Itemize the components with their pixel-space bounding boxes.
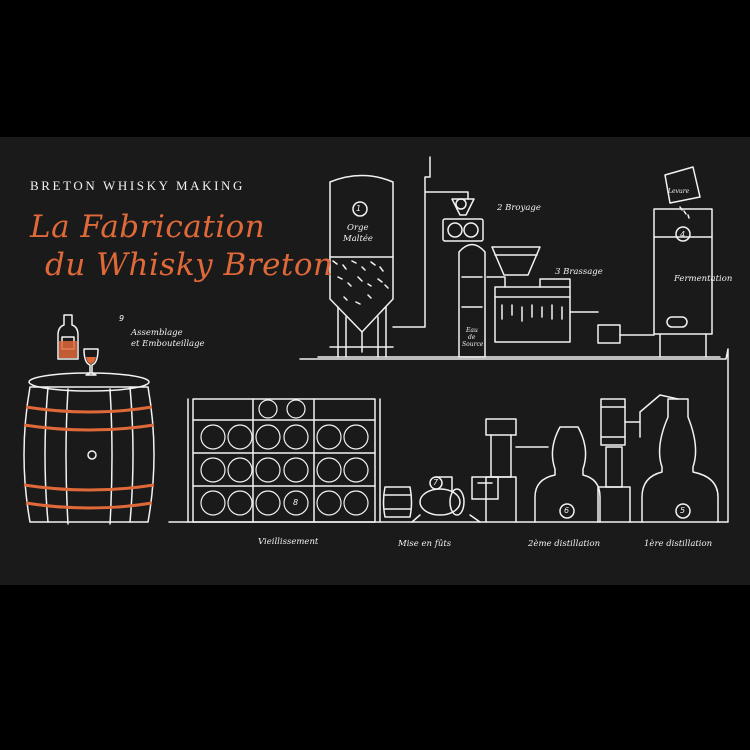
water-label-line3: Source xyxy=(462,341,484,348)
barley-silo xyxy=(329,174,394,358)
page-title-line1: La Fabrication xyxy=(30,209,266,245)
tasting-barrel xyxy=(23,372,155,525)
fermentation-tank xyxy=(653,166,713,358)
upper-pipeline xyxy=(168,348,729,523)
barrel-hoop xyxy=(25,405,153,414)
step7-number: 7 xyxy=(433,478,439,487)
grain-mill xyxy=(442,198,484,242)
step5-label: 1ère distillation xyxy=(644,539,713,549)
warehouse-casks xyxy=(200,399,369,516)
yeast-label: Levure xyxy=(668,188,690,195)
step5-number: 5 xyxy=(680,506,686,515)
step4-label: Fermentation xyxy=(674,274,733,284)
water-label-line1: Eau xyxy=(466,327,478,334)
cask-filling-station xyxy=(382,476,499,523)
second-still xyxy=(534,426,601,523)
step6-number: 6 xyxy=(564,506,570,515)
bottle-liquid xyxy=(59,341,77,358)
step3-label: 3 Brassage xyxy=(555,267,603,277)
glass-liquid xyxy=(86,357,96,364)
first-still xyxy=(639,394,719,523)
barrel-hoop xyxy=(23,423,155,432)
warehouse-racks xyxy=(187,398,381,523)
barrel-hoop xyxy=(23,483,155,492)
step1-number: 1 xyxy=(356,204,362,213)
step7-label: Mise en fûts xyxy=(398,539,452,549)
step1-label-line2: Maltée xyxy=(343,234,373,244)
grain-pipe xyxy=(392,156,469,328)
page-title-line2: du Whisky Breton xyxy=(45,247,334,283)
page-subtitle: BRETON WHISKY MAKING xyxy=(30,178,245,193)
condenser-column xyxy=(597,398,641,523)
step8-label: Vieillissement xyxy=(258,537,319,547)
step9-number: 9 xyxy=(119,314,125,323)
step9-label-line2: et Embouteillage xyxy=(131,339,205,349)
spirit-safe xyxy=(485,418,549,523)
mash-tun xyxy=(486,246,599,343)
whisky-glass xyxy=(83,348,99,376)
water-label-line2: de xyxy=(468,334,476,341)
diagram-panel: BRETON WHISKY MAKING La Fabrication du W… xyxy=(0,137,750,585)
step6-label: 2ème distillation xyxy=(528,539,601,549)
step4-number: 4 xyxy=(680,230,686,239)
water-tank xyxy=(458,243,486,358)
step2-label: 2 Broyage xyxy=(497,203,541,213)
step9-label-line1: Assemblage xyxy=(131,328,183,338)
step1-label-line1: Orge xyxy=(347,223,369,233)
whisky-process-illustration xyxy=(23,156,729,525)
step8-number: 8 xyxy=(293,498,299,507)
barrel-hoop xyxy=(25,501,153,510)
pump xyxy=(597,324,621,344)
